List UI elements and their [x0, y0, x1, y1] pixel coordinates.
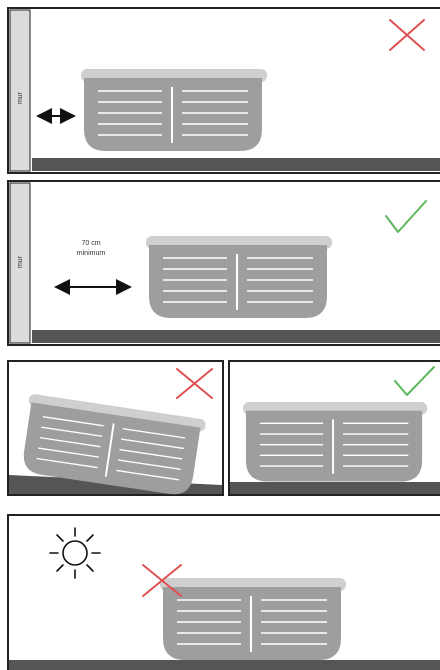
panel-wall-too-close: mur: [8, 8, 440, 173]
panel-wall-minimum: mur 70 cm minimum: [8, 181, 440, 345]
panel-sun: [8, 515, 440, 670]
distance-label-minimum: minimum: [77, 250, 106, 257]
spa-tub: [243, 402, 427, 482]
spa-tub: [146, 236, 332, 318]
spa-tub: [81, 69, 267, 151]
wall: [10, 10, 30, 171]
wall-label: mur: [17, 255, 24, 268]
ground: [32, 158, 440, 171]
ground: [9, 660, 440, 670]
ground: [32, 330, 440, 343]
spa-tub: [160, 578, 346, 660]
wall-label: mur: [17, 91, 24, 104]
panel-slope: [8, 361, 223, 498]
ground: [230, 482, 440, 494]
panel-level: [229, 361, 440, 495]
distance-label: 70 cm: [81, 240, 100, 247]
